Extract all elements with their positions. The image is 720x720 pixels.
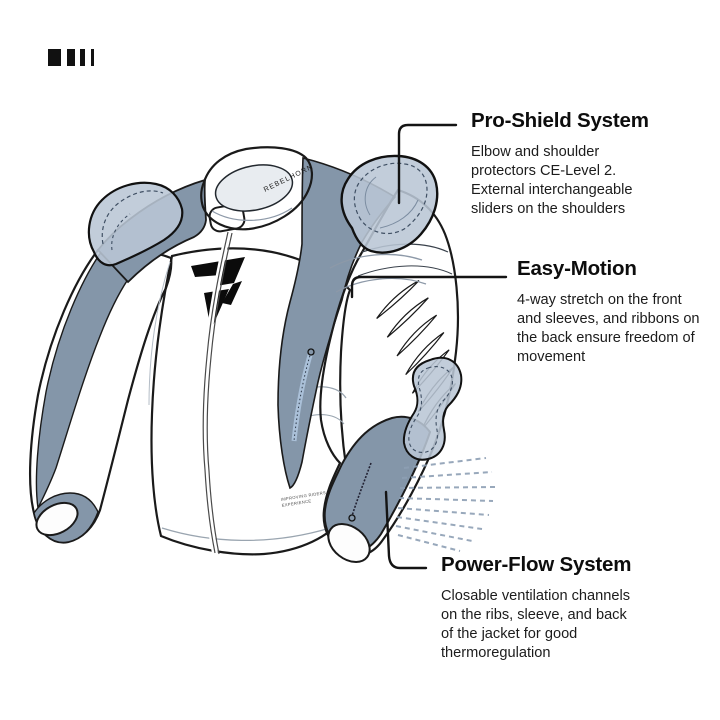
- collar: REBELHORN: [200, 146, 315, 231]
- brand-bars-logo-icon: [48, 49, 94, 66]
- feature-description-line: protectors CE-Level 2.: [471, 163, 617, 179]
- feature-description: Closable ventilation channels on the rib…: [441, 587, 631, 663]
- feature-block-pro-shield: Pro-Shield System Elbow and shoulder pro…: [471, 109, 649, 219]
- feature-title: Pro-Shield System: [471, 109, 649, 132]
- feature-description: Elbow and shoulder protectors CE-Level 2…: [471, 143, 649, 219]
- bar-icon: [48, 49, 61, 66]
- feature-description-line: Closable ventilation channels: [441, 588, 631, 604]
- svg-text:EXPERIENCE: EXPERIENCE: [281, 498, 311, 508]
- left-sleeve: [28, 245, 173, 544]
- callout-line-pro-shield: [397, 123, 458, 205]
- callout-line-easy-motion: [350, 275, 508, 299]
- airflow-lines: [395, 457, 496, 552]
- feature-block-power-flow: Power-Flow System Closable ventilation c…: [441, 553, 631, 663]
- feature-title: Easy-Motion: [517, 257, 637, 280]
- bar-icon: [80, 49, 85, 66]
- bar-icon: [91, 49, 94, 66]
- feature-description-line: thermoregulation: [441, 645, 551, 661]
- feature-description-line: on the ribs, sleeve, and back: [441, 607, 627, 623]
- feature-block-easy-motion: Easy-Motion 4-way stretch on the front a…: [517, 257, 700, 367]
- feature-description-line: the back ensure freedom of: [517, 330, 695, 346]
- right-cuff-opening: [327, 523, 371, 563]
- feature-description-line: sliders on the shoulders: [471, 201, 626, 217]
- feature-description-line: of the jacket for good: [441, 626, 578, 642]
- shoulder-pad-left: [87, 181, 184, 267]
- sleeve-vent-zipper: [348, 462, 372, 522]
- callout-line-power-flow: [384, 490, 428, 570]
- left-cuff-opening: [35, 501, 79, 537]
- feature-description-line: movement: [517, 349, 586, 365]
- rib-vent-zipper: [291, 348, 315, 442]
- feature-description-line: Elbow and shoulder: [471, 144, 600, 160]
- hem-tagline: IMPROVING RIDERS EXPERIENCE: [280, 490, 326, 508]
- bar-icon: [67, 49, 75, 66]
- shoulder-pad-right: [340, 154, 439, 254]
- feature-description-line: External interchangeable: [471, 182, 633, 198]
- feature-description: 4-way stretch on the front and sleeves, …: [517, 291, 700, 367]
- main-zipper: [200, 203, 246, 555]
- feature-description-line: and sleeves, and ribbons on: [517, 311, 700, 327]
- feature-description-line: 4-way stretch on the front: [517, 292, 682, 308]
- elbow-pad: [402, 356, 463, 461]
- feature-title: Power-Flow System: [441, 553, 632, 576]
